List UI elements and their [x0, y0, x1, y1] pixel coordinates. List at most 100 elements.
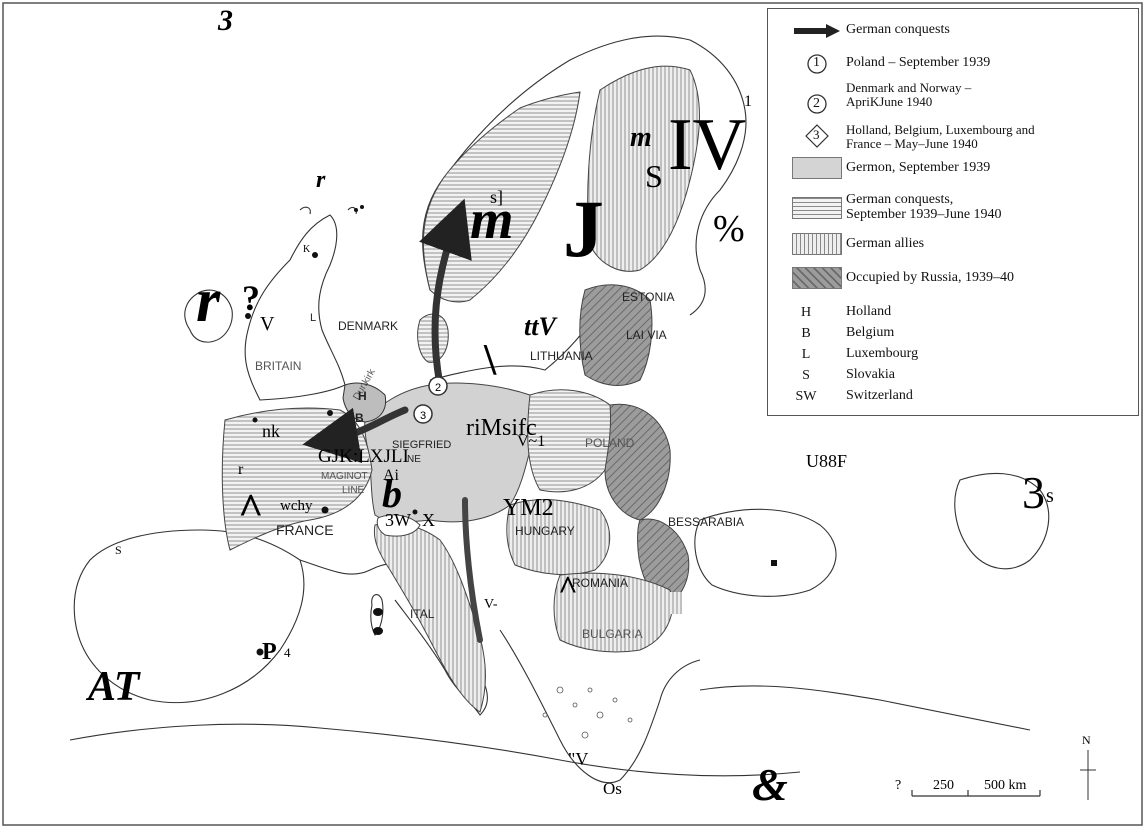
label-romania: ROMANIA: [572, 576, 629, 590]
label-holland: H: [358, 389, 367, 403]
label-denmark: DENMARK: [338, 319, 399, 333]
abbr-l-name: Luxembourg: [846, 346, 919, 361]
glyph-v1: V: [260, 313, 275, 335]
north-arrow: [1080, 750, 1096, 800]
glyph-p: P: [262, 639, 277, 665]
glyph-u88f: U88F: [806, 451, 848, 471]
glyph-s2: s]: [490, 187, 503, 207]
legend-swatch-germany: [792, 157, 842, 179]
abbr-h: H: [800, 305, 812, 320]
glyph-3: 3: [218, 4, 233, 37]
glyph-nk: nk: [262, 421, 280, 441]
abbr-b-name: Belgium: [846, 325, 895, 340]
label-britain: BRITAIN: [255, 359, 302, 373]
glyph-m2: m: [470, 189, 514, 251]
label-lithuania: LITHUANIA: [530, 349, 593, 363]
legend-campaign-2-label: Denmark and Norway – ApriKJune 1940: [846, 80, 972, 109]
legend-russia-label: Occupied by Russia, 1939–40: [846, 270, 1014, 285]
glyph-3-large: 3: [1022, 467, 1045, 518]
legend-marker-2-icon: [807, 94, 827, 114]
glyph-r2: r: [196, 267, 221, 335]
glyph-m1: m: [630, 122, 652, 153]
scale-bar: [911, 790, 1041, 797]
glyph-rimsifc: riMsifc: [466, 415, 537, 441]
glyph-quote-v: "V: [568, 749, 589, 769]
glyph-s-left: S: [115, 543, 122, 557]
glyph-ttv: ttV: [524, 312, 556, 341]
abbr-h-name: Holland: [846, 304, 892, 319]
legend-swatch-conquered: [792, 197, 842, 219]
glyph-b: b: [382, 471, 402, 516]
legend-allies-label: German allies: [846, 236, 925, 251]
legend-marker-2-text: 2: [813, 96, 820, 111]
city-dots: [245, 205, 418, 656]
glyph-k: K: [303, 244, 311, 255]
legend-germany-label: Germon, September 1939: [846, 160, 991, 175]
glyph-caret-1: ^: [238, 485, 264, 534]
label-hungary: HUNGARY: [515, 524, 575, 538]
legend-arrow-icon: [794, 24, 840, 38]
glyph-small-s: s: [1046, 485, 1054, 507]
label-siegfried-ne: NE: [407, 454, 421, 465]
aegean-islands: [542, 686, 633, 739]
arrow-west: [302, 406, 409, 464]
glyph-wchy: wchy: [280, 498, 313, 514]
abbr-sw: SW: [795, 389, 817, 404]
glyph-os: Os: [603, 779, 622, 798]
glyph-s1: S: [645, 158, 663, 194]
islet-1: [373, 608, 383, 616]
label-maginot: MAGINOT: [321, 471, 368, 482]
switzerland-area: [376, 514, 421, 537]
glyph-caret-2: ^: [558, 570, 578, 607]
scale-500: 500 km: [984, 778, 1027, 793]
label-latvia: LAI VIA: [626, 328, 667, 342]
label-poland: POLAND: [585, 436, 635, 450]
finland-area: [587, 65, 700, 272]
glyph-iv: IV: [668, 104, 747, 186]
romania-hatch: [577, 592, 682, 614]
legend-marker-3-icon: [805, 124, 829, 148]
label-maginot-line: LINE: [342, 485, 365, 496]
baltics-area: [579, 284, 653, 386]
glyph-backslash: \: [484, 335, 497, 384]
arrow-denmark-norway: [419, 198, 472, 389]
glyph-gjk: GJK:LXJLI: [318, 446, 409, 467]
legend-swatch-allies: [792, 233, 842, 255]
city-square: [771, 560, 777, 566]
islet-2: [373, 627, 383, 635]
scale-250: 250: [933, 778, 954, 793]
label-bulgaria: BULGARIA: [582, 627, 643, 641]
legend-conquered-label: German conquests, September 1939–June 19…: [846, 192, 1002, 222]
glyph-percent: %: [713, 208, 745, 250]
abbr-l: L: [801, 347, 811, 362]
campaign-marker-2: [428, 376, 448, 396]
label-siegfried: SIEGFRIED: [392, 439, 452, 451]
glyph-x: X: [422, 510, 435, 530]
legend-marker-1-icon: [807, 54, 827, 74]
legend-campaign-1-label: Poland – September 1939: [846, 55, 991, 70]
svg-text:3: 3: [420, 410, 426, 422]
svg-text:2: 2: [435, 382, 441, 394]
legend: German conquests 1 Poland – September 19…: [767, 8, 1139, 416]
hungary-area: [506, 499, 611, 576]
legend-marker-1-text: 1: [813, 55, 820, 70]
glyph-v2: V~1: [517, 433, 546, 450]
glyph-ym2: YM2: [503, 495, 554, 521]
abbr-s-name: Slovakia: [846, 367, 895, 382]
label-luxembourg: L: [310, 312, 317, 324]
glyph-r3: r: [238, 461, 244, 478]
scale-question: ?: [895, 778, 902, 793]
arrow-italy: [462, 497, 483, 643]
label-belgium: B: [355, 411, 364, 425]
campaign-marker-3: [413, 404, 433, 424]
glyph-one: 1: [744, 93, 752, 110]
north-label: N: [1082, 733, 1091, 747]
glyph-question: ?: [242, 278, 260, 318]
legend-conquests-label: German conquests: [846, 22, 950, 37]
abbr-s: S: [802, 368, 810, 383]
legend-campaign-3-label: Holland, Belgium, Luxembourg and France …: [846, 122, 1035, 151]
glyph-r1: r: [316, 167, 326, 193]
label-bessarabia: BESSARABIA: [668, 515, 745, 529]
glyph-j: J: [563, 183, 604, 274]
glyph-3w: 3W: [385, 510, 411, 530]
